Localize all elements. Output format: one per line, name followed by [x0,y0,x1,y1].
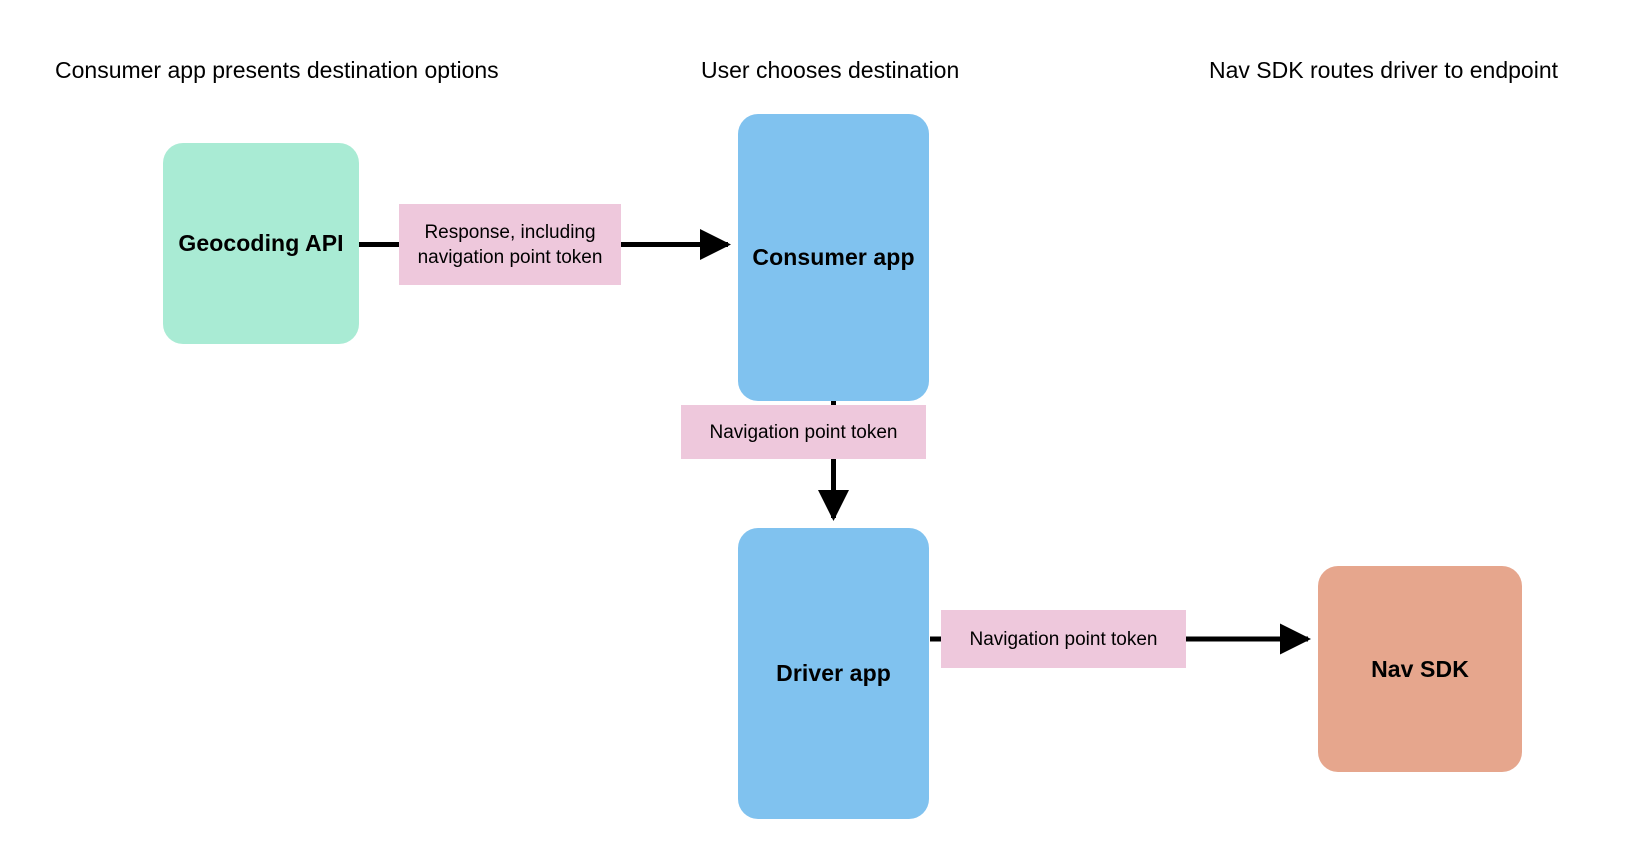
edge-label-token-horizontal-text: Navigation point token [969,628,1158,650]
node-driver-app[interactable]: Driver app [738,528,929,819]
edge-label-navigation-point-token-consumer-to-driver: Navigation point token [681,405,926,459]
edge-label-token-vertical-text: Navigation point token [709,421,898,443]
column-heading-user-chooses: User chooses destination [701,57,960,83]
edge-label-navigation-point-token-driver-to-navsdk: Navigation point token [941,610,1186,668]
node-consumer-app-label: Consumer app [752,244,915,270]
column-heading-nav-sdk: Nav SDK routes driver to endpoint [1209,57,1559,83]
node-nav-sdk-label: Nav SDK [1371,655,1469,682]
node-nav-sdk[interactable]: Nav SDK [1318,566,1522,772]
edge-label-response-including-navigation-point-token: Response, including navigation point tok… [399,204,621,285]
node-geocoding-api[interactable]: Geocoding API [163,143,359,344]
node-geocoding-api-label: Geocoding API [178,230,344,256]
column-heading-consumer-app: Consumer app presents destination option… [55,57,499,83]
node-consumer-app[interactable]: Consumer app [738,114,929,401]
edge-label-response-text: Response, including navigation point tok… [417,221,603,268]
node-driver-app-label: Driver app [776,660,891,686]
